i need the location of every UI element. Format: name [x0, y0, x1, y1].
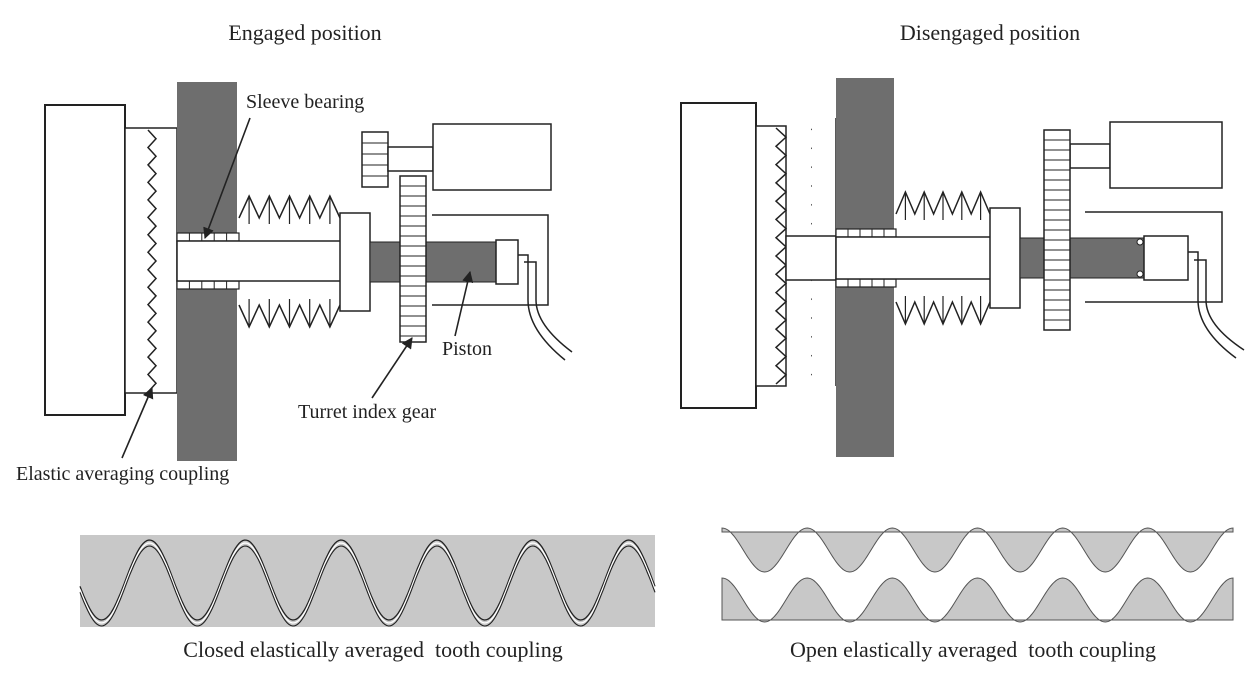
elastic-coupling-arrow — [121, 386, 154, 459]
engaged-turret-body — [44, 104, 126, 416]
disengaged-shaft — [835, 236, 995, 280]
engaged-piston-rod — [369, 241, 497, 283]
open-coupling-upper-half — [721, 527, 1234, 573]
elastic-coupling-label: Elastic averaging coupling — [16, 463, 229, 485]
disengaged-connector — [785, 235, 837, 281]
disengaged-piston-head — [1143, 235, 1189, 281]
engaged-motor — [432, 123, 552, 191]
turret-index-gear-label: Turret index gear — [298, 401, 436, 423]
engaged-title: Engaged position — [228, 20, 381, 45]
disengaged-sleeve-bearing-top — [835, 228, 897, 238]
closed-coupling-caption: Closed elastically averaged tooth coupli… — [183, 637, 562, 662]
disengaged-collar — [989, 207, 1021, 309]
disengaged-coupling-teeth-left — [774, 127, 788, 385]
sleeve-bearing-label: Sleeve bearing — [246, 91, 364, 113]
engaged-shaft — [176, 240, 343, 282]
disengaged-panel: Disengaged position — [680, 20, 1245, 662]
disengaged-hose — [1188, 251, 1237, 359]
disengaged-sleeve-bearing-bottom — [835, 278, 897, 288]
engaged-collar — [339, 212, 371, 312]
disengaged-motor — [1109, 121, 1223, 189]
open-coupling-lower-half — [721, 577, 1234, 623]
engaged-coupling-teeth — [146, 129, 158, 393]
engaged-turret-index-gear — [399, 175, 427, 343]
engaged-panel: Engaged position — [16, 20, 656, 662]
disengaged-housing-wall-bottom — [836, 287, 894, 457]
sleeve-bearing-arrow — [203, 117, 251, 240]
engaged-cylinder — [432, 214, 549, 306]
engaged-coupling-plate — [124, 127, 178, 394]
closed-coupling-band — [80, 535, 655, 627]
disengaged-turret-body — [680, 102, 757, 409]
engaged-motor-shaft — [387, 146, 434, 172]
engaged-housing-wall-top — [177, 82, 237, 237]
disengaged-housing-wall-top — [836, 78, 894, 230]
disengaged-motor-shaft — [1069, 143, 1111, 169]
engaged-sleeve-bearing-bottom — [176, 280, 240, 290]
disengaged-piston-rod — [1019, 237, 1145, 279]
engaged-housing-wall-bottom — [177, 283, 237, 461]
closed-coupling-wave-lower — [79, 542, 656, 624]
piston-arrow — [454, 270, 474, 337]
turret-index-gear-arrow — [371, 337, 413, 399]
disengaged-coupling-plate-left — [755, 125, 787, 387]
closed-coupling-wave-upper — [79, 539, 656, 621]
open-coupling-caption: Open elastically averaged tooth coupling — [790, 637, 1156, 662]
disengaged-cylinder — [1085, 211, 1223, 303]
engaged-sleeve-bearing-top — [176, 232, 240, 242]
engaged-hose — [518, 254, 566, 361]
engaged-piston-head — [495, 239, 519, 285]
piston-label: Piston — [442, 338, 492, 360]
engaged-pinion-gear — [361, 131, 389, 188]
disengaged-title: Disengaged position — [900, 20, 1080, 45]
